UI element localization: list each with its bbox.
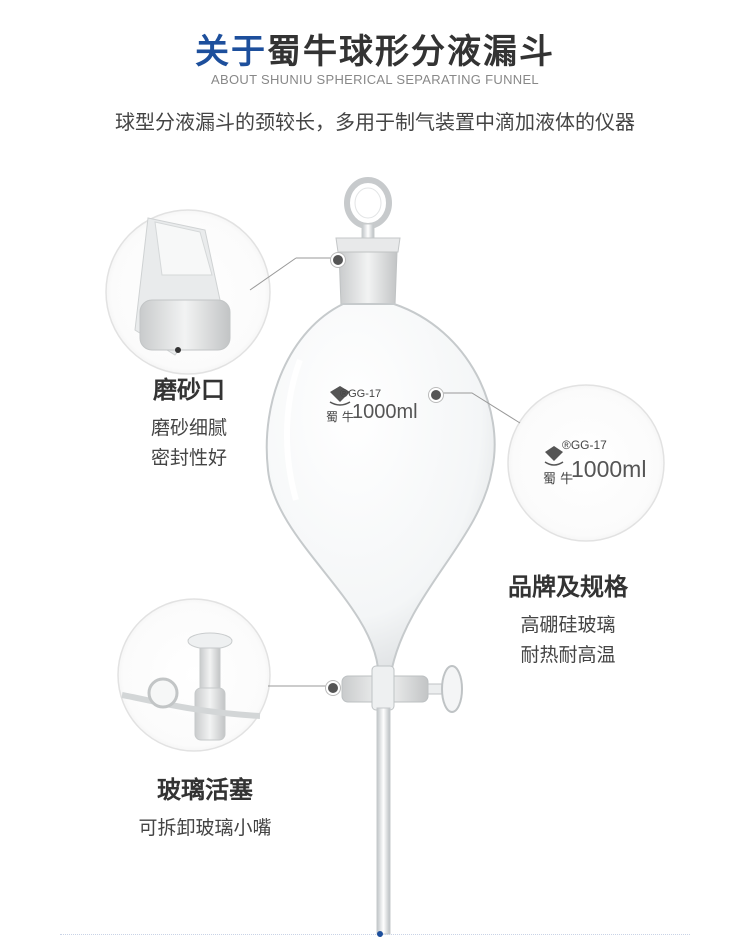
bottom-divider xyxy=(60,934,690,935)
zoom-model-number: GG-17 xyxy=(570,438,607,452)
body-capacity: 1000ml xyxy=(352,401,418,423)
feature-line: 密封性好 xyxy=(150,447,227,469)
zoom-model-text: ®GG-17 xyxy=(562,438,607,452)
feature-line: 耐热耐高温 xyxy=(520,644,616,666)
registered-mark: ® xyxy=(340,388,349,400)
feature-title: 品牌及规格 xyxy=(508,573,628,601)
zoom-capacity: 1000ml xyxy=(571,456,647,482)
feature-line: 可拆卸玻璃小嘴 xyxy=(138,817,272,839)
zoom-circle-stopcock xyxy=(117,598,271,752)
feature-brand-spec: 品牌及规格 高硼硅玻璃 耐热耐高温 xyxy=(488,567,648,670)
zoom-circle-marking xyxy=(507,384,665,542)
title-accent: 关于 xyxy=(195,32,267,72)
model-number: GG-17 xyxy=(348,388,382,400)
body-model-text: ®GG-17 xyxy=(340,388,381,400)
body-marking xyxy=(329,386,351,406)
product-description: 球型分液漏斗的颈较长，多用于制气装置中滴加液体的仪器 xyxy=(115,110,635,134)
feature-glass-stopcock: 玻璃活塞 可拆卸玻璃小嘴 xyxy=(110,770,300,843)
callout-dot-stopcock xyxy=(326,681,340,695)
zoom-circle-ground-mouth xyxy=(105,209,271,375)
stopper xyxy=(335,177,401,306)
title-rest: 蜀牛球形分液漏斗 xyxy=(267,32,555,72)
zoom-brand: 蜀 牛 xyxy=(543,472,574,487)
feature-line: 磨砂细腻 xyxy=(150,417,227,439)
callout-dot-stopper xyxy=(331,253,345,267)
bottom-divider-dot xyxy=(377,931,383,937)
stopcock xyxy=(341,665,463,713)
drain-tube xyxy=(376,707,391,935)
feature-title: 磨砂口 xyxy=(153,376,225,404)
feature-title: 玻璃活塞 xyxy=(157,776,253,804)
zoom-registered-mark: ® xyxy=(562,438,571,452)
callout-dot-marking xyxy=(429,388,443,402)
page-title: 关于蜀牛球形分液漏斗 xyxy=(0,24,750,73)
feature-ground-mouth: 磨砂口 磨砂细腻 密封性好 xyxy=(134,370,244,473)
funnel-body xyxy=(265,303,496,669)
english-subtitle: ABOUT SHUNIU SPHERICAL SEPARATING FUNNEL xyxy=(211,72,539,87)
feature-line: 高硼硅玻璃 xyxy=(520,614,616,636)
body-brand: 蜀 牛 xyxy=(326,410,354,424)
